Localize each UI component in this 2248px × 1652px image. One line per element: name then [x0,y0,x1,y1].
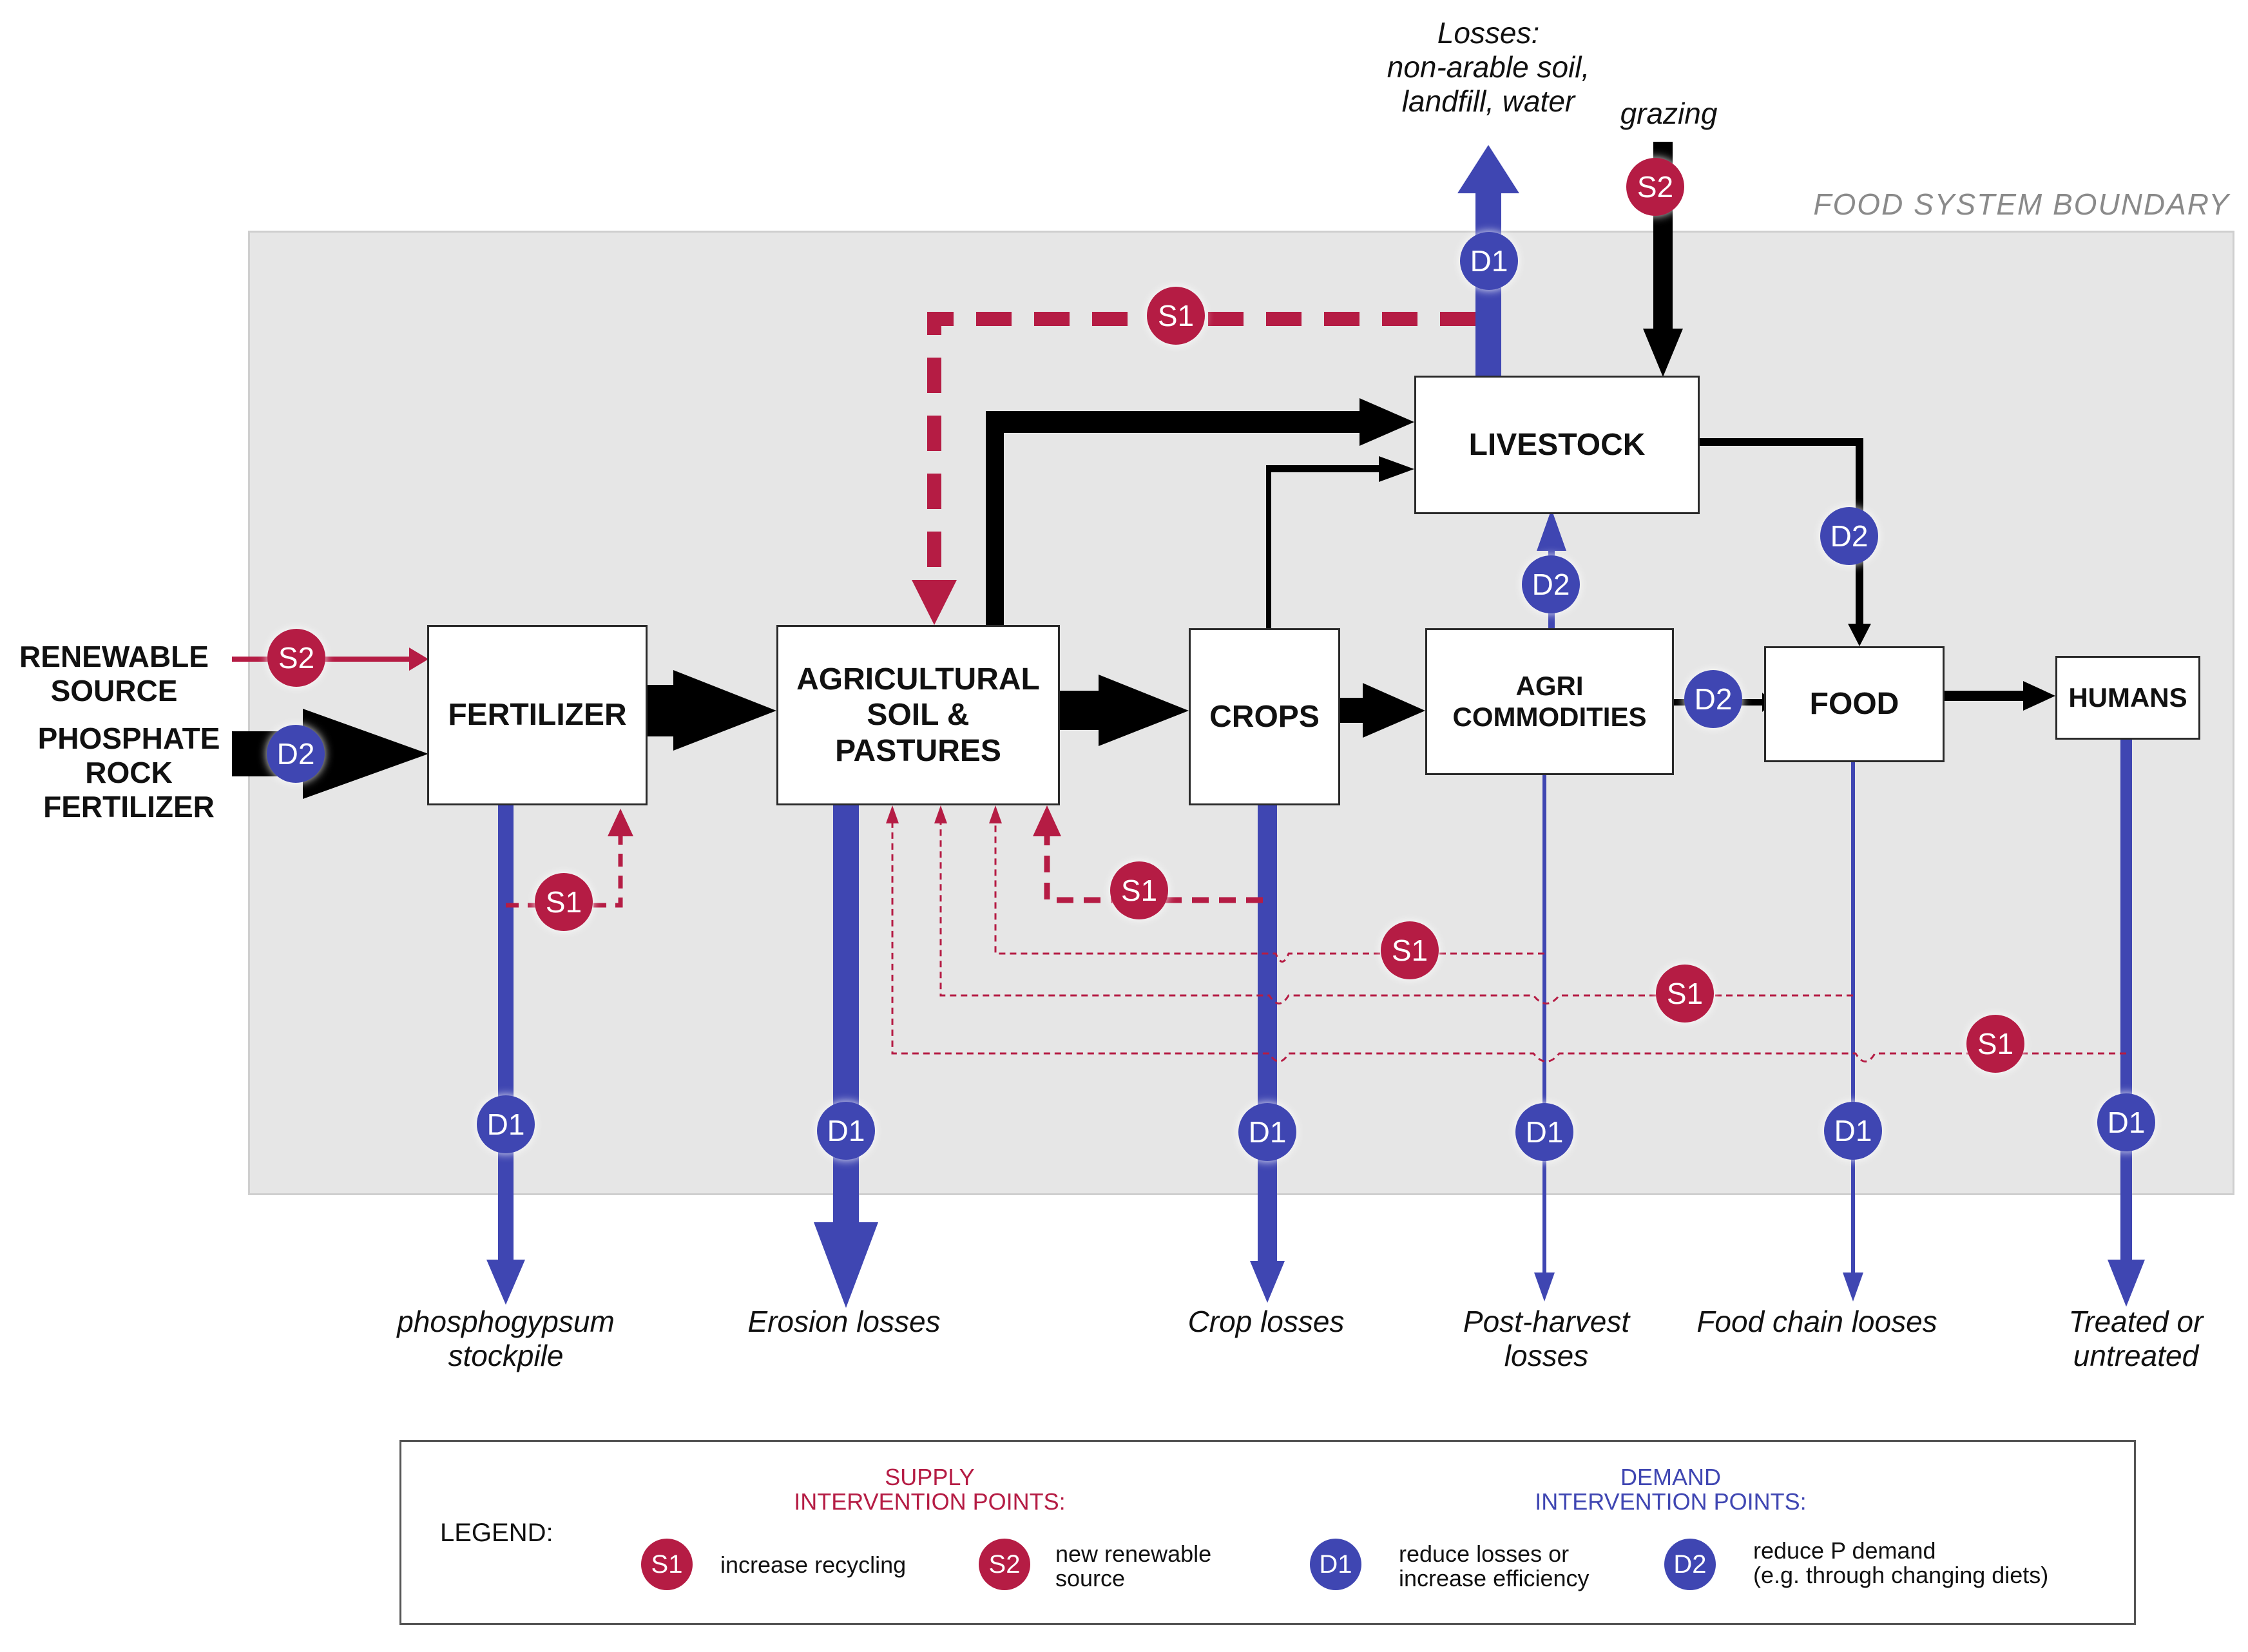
humans-recycle-head [886,805,899,823]
soil-loss-head [814,1222,878,1308]
badge-s2-renewable: S2 [267,629,325,687]
crops-to-livestock [1266,456,1414,628]
phosphate-into-fertilizer [232,709,428,799]
food-chain-label: Food chain looses [1696,1305,1937,1338]
recycle-losses-head [912,580,957,625]
livestock-box: LIVESTOCK [1414,376,1700,514]
phosphogypsum-label: phosphogypsum stockpile [397,1305,615,1372]
fertilizer-box: FERTILIZER [427,625,648,805]
agri-loss-head [1534,1273,1555,1301]
recycle-losses-to-soil [927,312,1475,583]
agri-label: AGRI COMMODITIES [1452,670,1647,732]
badge-d1-agri: D1 [1515,1103,1573,1161]
livestock-to-food [1700,438,1871,646]
food-recycle-head [934,805,947,823]
agri-recycle-head [989,805,1002,823]
phosphate-rock-label: PHOSPHATE ROCK FERTILIZER [37,722,220,823]
food-loss-head [1843,1273,1863,1301]
treated-label: Treated or untreated [2068,1305,2204,1372]
badge-s1-crops: S1 [1110,861,1168,919]
fertilizer-to-soil [648,670,776,751]
legend-s1-desc: increase recycling [720,1551,907,1578]
legend-d1-badge: D1 [1310,1539,1361,1590]
post-harvest-label: Post-harvest losses [1463,1305,1630,1372]
legend-supply-heading: SUPPLY INTERVENTION POINTS: [794,1464,1066,1515]
agri-loss-stem [1542,773,1546,1276]
legend: LEGEND: SUPPLY INTERVENTION POINTS: DEMA… [399,1440,2136,1625]
soil-label: AGRICULTURAL SOIL & PASTURES [796,662,1040,768]
red-flows [232,312,2126,1062]
agri-commodities-box: AGRI COMMODITIES [1425,628,1674,775]
badge-d2-phosphate: D2 [267,725,325,783]
crops-loss-stem [1258,803,1277,1261]
grazing-label: grazing [1620,97,1718,130]
badge-d2-agri-food: D2 [1684,670,1742,728]
badge-d1-crops: D1 [1238,1103,1296,1161]
soil-box: AGRICULTURAL SOIL & PASTURES [776,625,1060,805]
renewable-head [409,648,428,671]
legend-title: LEGEND: [440,1519,553,1547]
erosion-label: Erosion losses [747,1305,941,1338]
badge-s1-food: S1 [1656,965,1714,1023]
badge-d2-agri-livestock: D2 [1522,555,1580,613]
boundary-label: FOOD SYSTEM BOUNDARY [1813,187,2230,221]
crops-label: CROPS [1209,699,1320,734]
fertilizer-loss-head [486,1260,525,1305]
losses-top-label: Losses: non-arable soil, landfill, water [1387,16,1590,118]
crop-losses-label: Crop losses [1187,1305,1345,1338]
fertilizer-label: FERTILIZER [448,698,627,733]
food-box: FOOD [1764,646,1945,762]
humans-loss-stem [2120,740,2132,1262]
agri-to-livestock-head [1537,509,1566,551]
crops-loss-head [1250,1261,1285,1303]
badge-d1-fertilizer: D1 [477,1095,535,1153]
badge-s1-humans: S1 [1966,1015,2024,1073]
crops-to-agri [1340,683,1425,738]
renewable-source-label: RENEWABLE SOURCE [19,640,209,707]
legend-s1-badge: S1 [641,1539,693,1590]
legend-s2-badge: S2 [979,1539,1030,1590]
legend-d2-badge: D2 [1664,1539,1716,1590]
badge-s1-agri: S1 [1381,921,1439,979]
fertilizer-recycle [506,831,623,908]
legend-s2-desc: new renewable source [1055,1541,1212,1591]
badge-d1-food: D1 [1824,1102,1882,1160]
badge-s1-fertilizer: S1 [535,873,593,931]
humans-recycle [891,821,2126,1062]
food-recycle [939,821,1853,1004]
fertilizer-loss-stem [498,803,514,1260]
badge-s2-grazing: S2 [1626,158,1684,216]
food-to-humans [1945,681,2055,711]
livestock-label: LIVESTOCK [1468,427,1646,462]
soil-to-crops [1060,675,1189,746]
legend-d2-desc: reduce P demand (e.g. through changing d… [1753,1537,2049,1588]
grazing-into-livestock [1643,142,1683,377]
soil-to-livestock [986,398,1414,625]
crops-recycle-head [1033,805,1061,836]
humans-box: HUMANS [2055,656,2200,740]
crops-box: CROPS [1189,628,1340,805]
humans-label: HUMANS [2068,682,2187,713]
badge-d1-soil: D1 [817,1102,875,1160]
humans-loss-head [2108,1260,2145,1307]
legend-d1-desc: reduce losses or increase efficiency [1399,1541,1590,1591]
food-loss-stem [1851,760,1855,1276]
badge-d1-losses-top: D1 [1460,232,1518,290]
agri-recycle [994,821,1544,963]
fertilizer-recycle-head [608,809,633,836]
legend-demand-heading: DEMAND INTERVENTION POINTS: [1535,1464,1807,1515]
badge-d1-humans: D1 [2097,1093,2155,1151]
food-label: FOOD [1809,687,1899,722]
badge-s1-losses: S1 [1147,287,1205,345]
badge-d2-livestock-food: D2 [1820,507,1878,565]
